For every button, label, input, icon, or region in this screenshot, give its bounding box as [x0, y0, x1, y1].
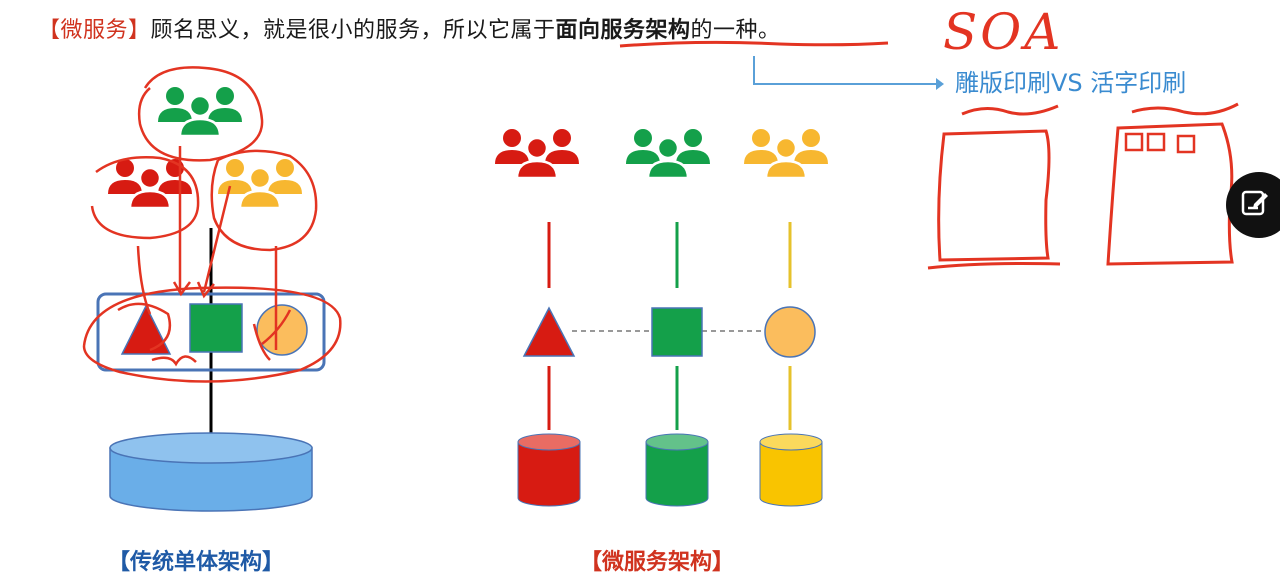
yellow-database — [759, 433, 823, 507]
users-group-icon-green-mid — [624, 127, 712, 180]
sketch-circle-red — [90, 156, 200, 240]
users-group-icon-green-left — [156, 85, 244, 138]
label-underline-left — [961, 104, 1059, 116]
sketch-scribble-2 — [151, 355, 197, 367]
edit-note-icon — [1241, 190, 1268, 216]
triangle-module-left — [120, 304, 172, 355]
headline-tail: 的一种。 — [690, 18, 781, 43]
sketch-arrow-red — [136, 245, 152, 315]
square-module-left — [189, 303, 243, 353]
type-block-3 — [1176, 134, 1196, 154]
comparison-label: 雕版印刷VS 活字印刷 — [955, 69, 1187, 97]
users-group-icon-yellow-mid — [742, 127, 830, 180]
sketch-movable-type — [1106, 122, 1234, 266]
caption-microservice: 【微服务架构】 — [580, 550, 735, 575]
green-database — [645, 433, 709, 507]
users-group-icon-yellow-left — [216, 157, 304, 210]
sketch-circle-yellow — [210, 149, 318, 252]
sketch-circle-green — [137, 66, 264, 162]
type-block-1 — [1124, 132, 1144, 152]
triangle-service — [522, 306, 576, 357]
red-database — [517, 433, 581, 507]
circle-module-left — [256, 304, 308, 356]
sketch-circle-app — [82, 286, 342, 383]
circle-service — [764, 306, 816, 358]
connector-arrowhead — [936, 78, 944, 90]
sketch-arrow-green — [172, 146, 191, 297]
headline-emphasis: 面向服务架构 — [555, 18, 691, 43]
soa-annotation: SOA — [943, 3, 1064, 61]
shared-database — [109, 432, 313, 512]
users-group-icon-red-mid — [493, 127, 581, 180]
sketch-base-left — [927, 262, 1061, 270]
edit-note-button[interactable] — [1226, 172, 1280, 238]
monolith-app-frame — [96, 292, 326, 372]
sketch-block-print — [937, 129, 1051, 262]
sketch-arrow-yellow — [196, 185, 232, 299]
sketch-scribble-1 — [117, 302, 172, 352]
headline-tag: 【微服务】 — [38, 18, 151, 43]
connector-line — [753, 56, 936, 85]
caption-monolith: 【传统单体架构】 — [108, 550, 285, 575]
type-block-2 — [1146, 132, 1166, 152]
square-service — [651, 307, 703, 357]
label-underline-right — [1131, 102, 1239, 116]
headline-text: 顾名思义，就是很小的服务，所以它属于 — [150, 18, 556, 43]
headline: 【微服务】顾名思义，就是很小的服务，所以它属于面向服务架构的一种。 — [38, 14, 781, 48]
emphasis-underline — [619, 40, 889, 48]
sketch-scribble-3 — [252, 309, 292, 361]
